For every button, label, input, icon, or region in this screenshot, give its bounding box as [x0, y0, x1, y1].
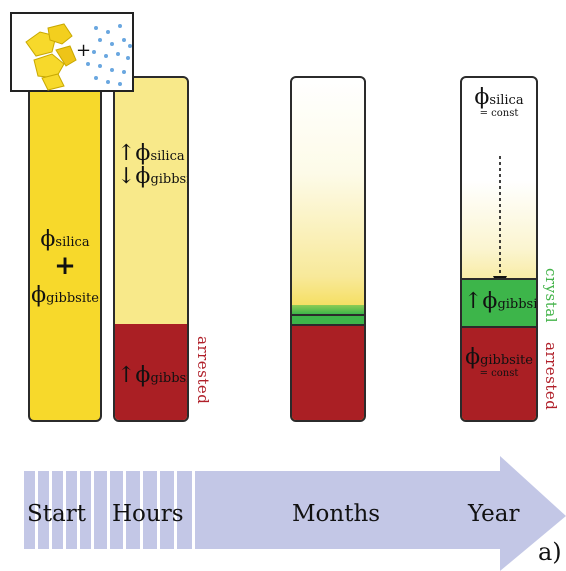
tube-hours-arrested-phase: ↑ϕgibbsite [115, 324, 187, 420]
timeline-tick-8 [126, 471, 140, 549]
timeline-label-hours: Hours [112, 501, 184, 527]
tube-hours-top-label: ↑ϕsilica ↓ϕgibbsite [117, 141, 187, 190]
tube-start-plus: + [54, 251, 76, 282]
tube-year-crystal-label: ↑ϕgibbsite [464, 289, 538, 314]
timeline-label-months: Months [292, 501, 381, 527]
tube-year-top-label: ϕsilica = const [474, 85, 524, 120]
timeline-arrow-head [500, 456, 566, 571]
tube-year: ϕsilica = const ↑ϕgibbsite ϕgibbsite = c… [460, 76, 538, 422]
side-label-arrested-2: arrested [542, 342, 560, 411]
timeline-label-year: Year [468, 501, 520, 527]
timeline-main-band [195, 471, 501, 549]
timeline-tick-5 [80, 471, 91, 549]
timeline-tick-7 [110, 471, 123, 549]
timeline-tick-6 [94, 471, 107, 549]
timeline-tick-1 [24, 471, 35, 549]
inset-plus: + [76, 40, 92, 61]
tube-year-arrested-label: ϕgibbsite = const [465, 345, 533, 380]
timeline-tick-9 [143, 471, 157, 549]
timeline-label-start: Start [27, 501, 86, 527]
tube-months-crystal-band-2 [292, 314, 364, 326]
tube-start-label: ϕsilica + ϕgibbsite [31, 227, 99, 309]
tube-start: ϕsilica + ϕgibbsite [28, 76, 102, 422]
timeline-tick-10 [160, 471, 174, 549]
side-label-arrested-1: arrested [194, 336, 212, 405]
timeline-tick-3 [52, 471, 63, 549]
silica-spheres-icon [86, 24, 132, 86]
tube-hours-bottom-label: ↑ϕgibbsite [117, 363, 187, 388]
tube-months-crystal-band [292, 305, 364, 314]
tube-year-arrested-phase: ϕgibbsite = const [462, 326, 536, 420]
timeline-tick-11 [177, 471, 192, 549]
timeline-tick-2 [38, 471, 49, 549]
tube-months-arrested-phase [292, 324, 364, 420]
tube-hours: ↑ϕsilica ↓ϕgibbsite ↑ϕgibbsite [113, 76, 189, 422]
inset-box: + [10, 12, 134, 92]
tube-months [290, 76, 366, 422]
panel-label: a) [538, 538, 562, 566]
timeline-tick-4 [66, 471, 77, 549]
gibbsite-platelets-icon [25, 23, 77, 91]
tube-year-crystal-phase: ↑ϕgibbsite [462, 278, 536, 328]
side-label-crystal: crystal [542, 268, 560, 324]
